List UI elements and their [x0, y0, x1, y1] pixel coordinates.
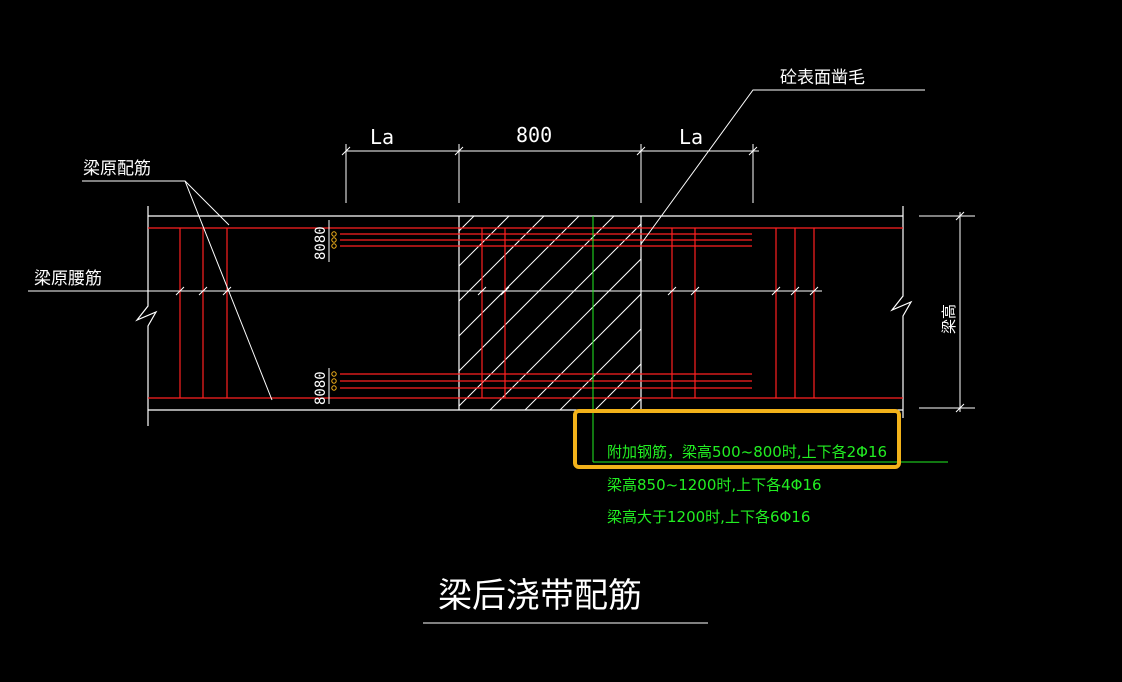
label-beam-original-rebar: 梁原配筋 [83, 159, 151, 179]
label-beam-waist-rebar: 梁原腰筋 [34, 269, 102, 289]
note-line-2: 梁高850~1200时,上下各4Φ16 [607, 476, 822, 494]
waist-rebar-line [28, 286, 822, 296]
dimension-left-la: La [370, 125, 394, 149]
dimension-right-la: La [679, 125, 703, 149]
highlight-box [573, 409, 901, 469]
dimension-lines-top [341, 144, 759, 203]
note-line-1: 附加钢筋，梁高500~800时,上下各2Φ16 [607, 443, 887, 461]
drawing-title: 梁后浇带配筋 [438, 576, 642, 616]
leader-lines [82, 89, 925, 401]
dimension-middle-800: 800 [516, 123, 552, 147]
spacer-markers [331, 231, 337, 391]
label-beam-height: 梁高 [940, 304, 958, 334]
label-spacing-bottom: 8080 [313, 371, 329, 405]
label-surface-roughening: 砼表面凿毛 [780, 68, 865, 88]
label-spacing-top: 8080 [313, 226, 329, 260]
note-line-3: 梁高大于1200时,上下各6Φ16 [607, 508, 810, 526]
additional-rebar-leader [592, 216, 948, 463]
dimension-beam-height [919, 211, 975, 413]
rebar-lines [148, 227, 903, 399]
